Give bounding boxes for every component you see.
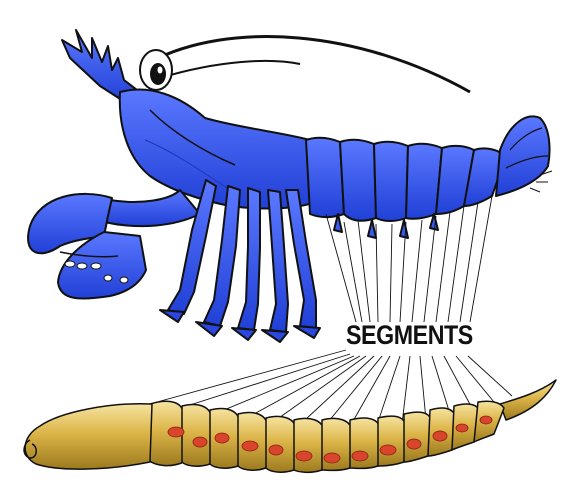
worm-head bbox=[25, 404, 152, 469]
segments-label: SEGMENTS bbox=[346, 322, 473, 349]
lobster-abdomen bbox=[306, 138, 506, 221]
lobster-claw-arm bbox=[104, 190, 200, 226]
pointer-lines bbox=[128, 196, 512, 432]
lobster bbox=[28, 30, 552, 342]
lobster-antenna bbox=[150, 37, 470, 92]
worm-tail bbox=[500, 380, 556, 420]
